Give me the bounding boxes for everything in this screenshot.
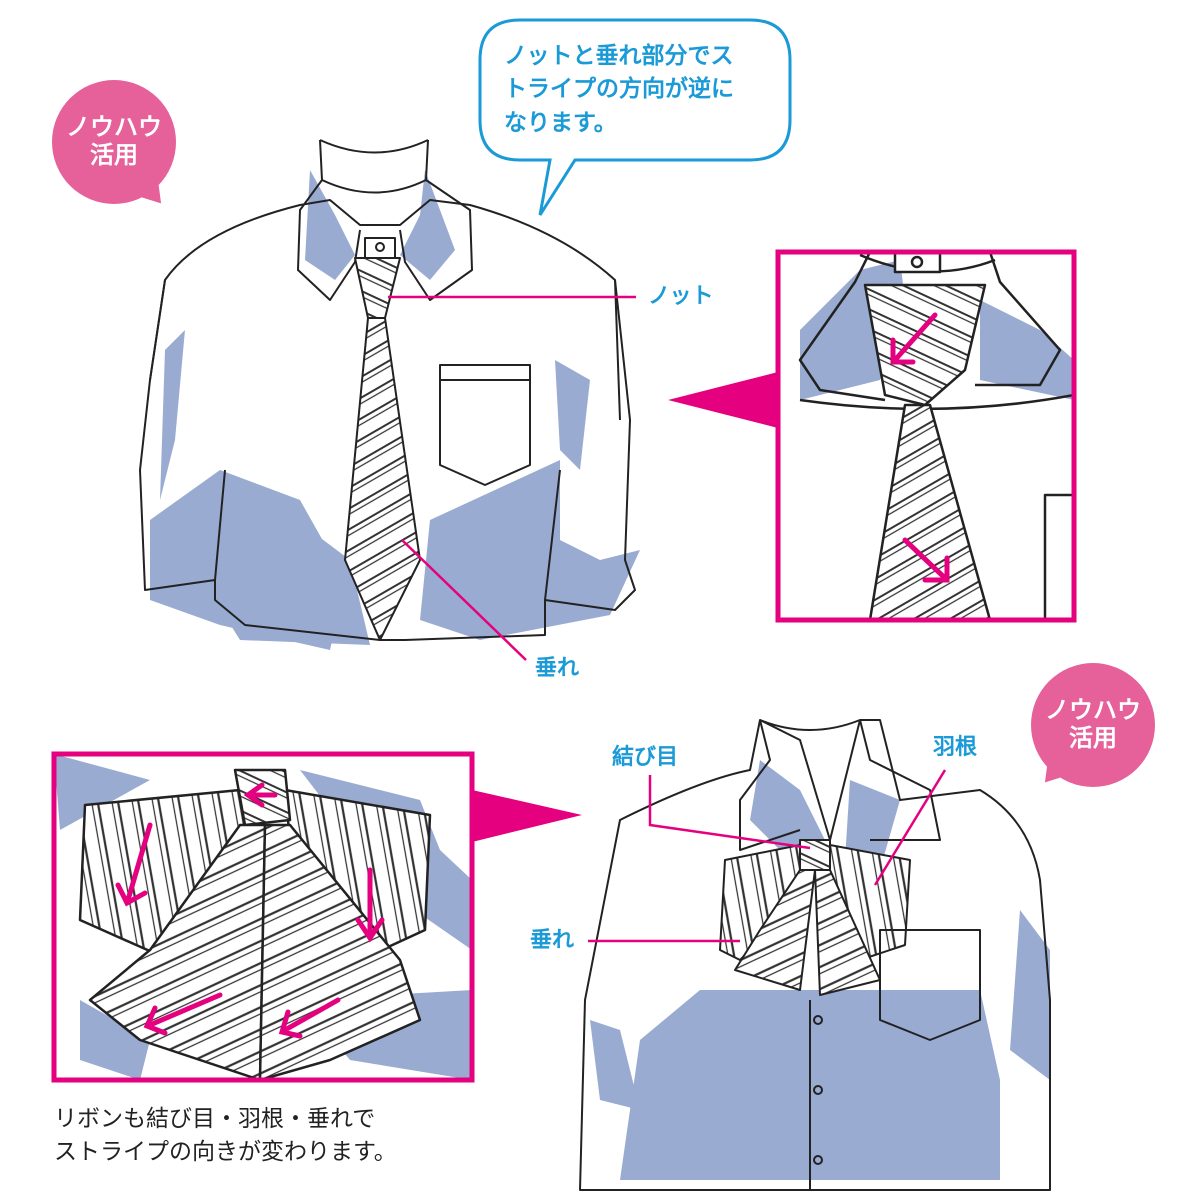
zoom-pointer-1: [668, 372, 778, 428]
stripe-direction-arrows-1: [890, 312, 950, 583]
zoom-tie-knot: [778, 252, 1074, 620]
knowhow-badge-top: ノウハウ 活用: [52, 80, 176, 204]
label-knot: ノット: [648, 284, 714, 309]
shirt-with-necktie: [139, 139, 640, 650]
zoom-pointer-2: [472, 790, 582, 842]
bubble-line3: なります。: [504, 109, 617, 136]
bubble-line2: トライプの方向が逆に: [504, 76, 734, 103]
badge-line1: ノウハウ: [66, 113, 162, 142]
badge-line2: 活用: [1069, 724, 1117, 752]
zoom-ribbon: [54, 754, 472, 1080]
caption-line2: ストライプの向きが変わります。: [54, 1139, 397, 1166]
zoom-box-frame-1: [775, 249, 1077, 623]
speech-bubble-shape: [478, 18, 792, 216]
label-ribbon-knot: 結び目: [612, 745, 679, 770]
badge-line2: 活用: [90, 141, 138, 169]
ribbon-wing-leader-line: [873, 769, 947, 886]
label-blade: 垂れ: [535, 656, 580, 681]
ribbon-caption: リボンも結び目・羽根・垂れで ストライプの向きが変わります。: [54, 1103, 397, 1170]
ribbon-knot-leader-line: [648, 775, 811, 850]
bubble-line1: ノットと垂れ部分でス: [504, 43, 734, 69]
knowhow-badge-bottom: ノウハウ 活用: [1031, 663, 1155, 787]
stripe-direction-arrows-2: [115, 782, 385, 1039]
blade-leader-line: [401, 539, 527, 661]
caption-line1: リボンも結び目・羽根・垂れで: [54, 1106, 376, 1132]
badge-line1: ノウハウ: [1045, 696, 1141, 725]
label-ribbon-wing: 羽根: [933, 735, 978, 760]
shirt-with-ribbon: [579, 719, 1051, 1191]
zoom-box-frame-2: [51, 751, 475, 1083]
speech-bubble-text: ノットと垂れ部分でス トライプの方向が逆に なります。: [504, 40, 734, 140]
label-ribbon-blade: 垂れ: [530, 928, 575, 953]
